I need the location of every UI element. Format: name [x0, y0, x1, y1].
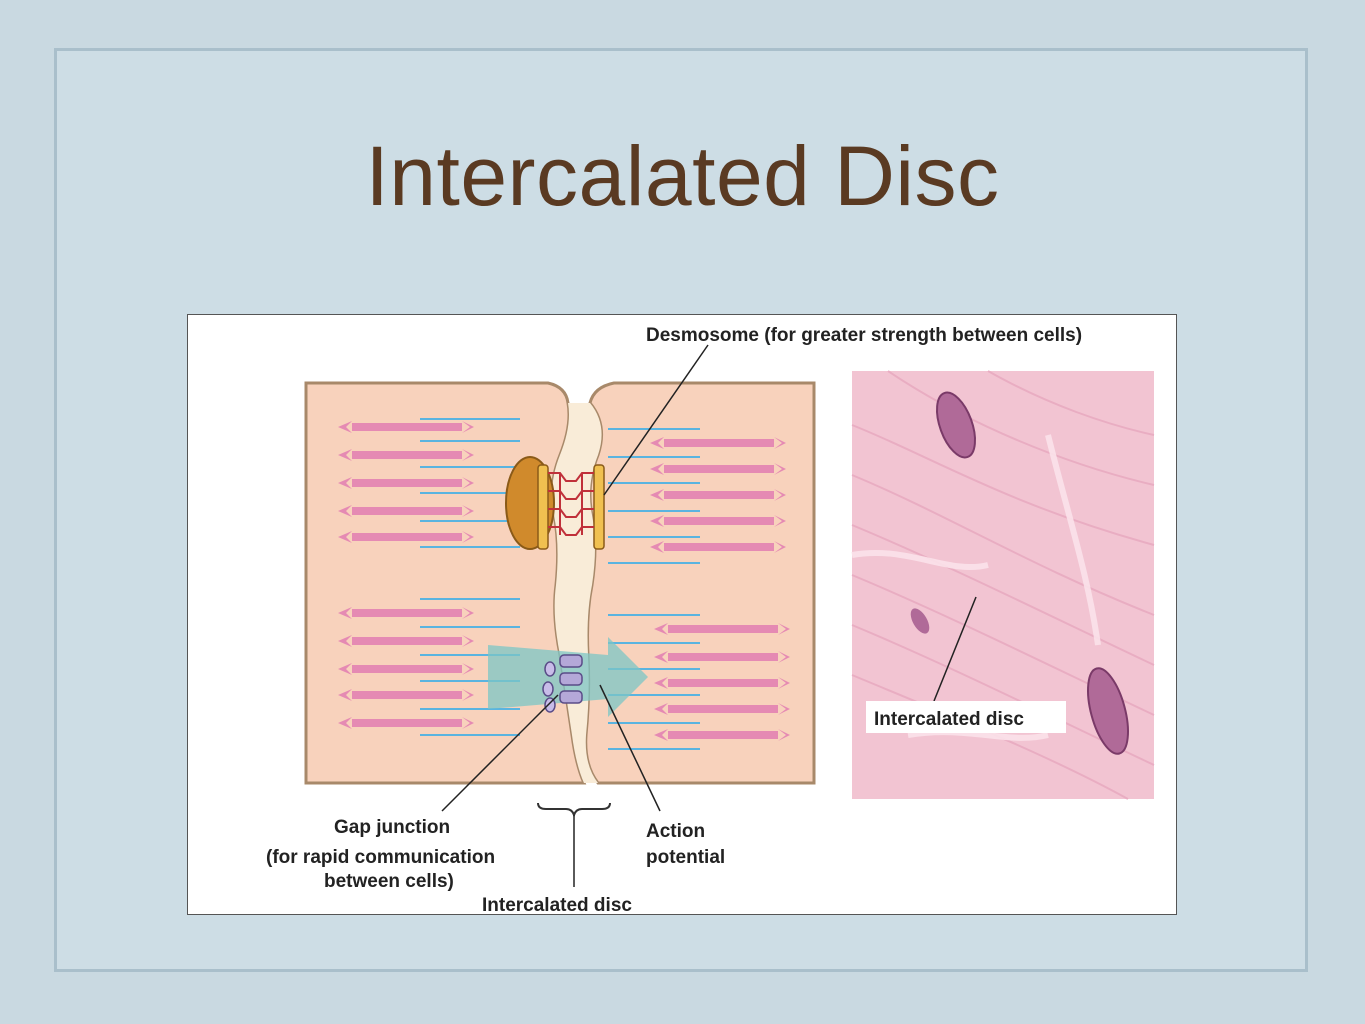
micrograph-label: Intercalated disc: [874, 709, 1024, 730]
desmosome-structure: [505, 456, 605, 550]
action-potential-label-line1: Action: [646, 821, 705, 842]
left-myofibrils: [338, 421, 474, 729]
gap-junction-desc-line2: between cells): [324, 871, 454, 892]
micrograph-panel: Intercalated disc: [851, 370, 1155, 800]
intercalated-disc-label: Intercalated disc: [482, 895, 632, 916]
intercalated-disc-bracket: [537, 802, 611, 819]
intercalated-disc-figure: Desmosome (for greater strength between …: [187, 314, 1177, 916]
desmosome-label: Desmosome (for greater strength between …: [646, 325, 1082, 346]
right-filaments: [608, 428, 700, 750]
right-myofibrils: [650, 437, 790, 741]
gap-junction-desc-line1: (for rapid communication: [266, 847, 495, 868]
leader-lines: [441, 344, 709, 887]
diagram-svg: Desmosome (for greater strength between …: [266, 325, 1155, 916]
left-filaments: [420, 418, 520, 736]
gap-junction-label: Gap junction: [334, 817, 450, 838]
action-potential-label-line2: potential: [646, 847, 725, 868]
slide-title: Intercalated Disc: [365, 129, 1000, 223]
